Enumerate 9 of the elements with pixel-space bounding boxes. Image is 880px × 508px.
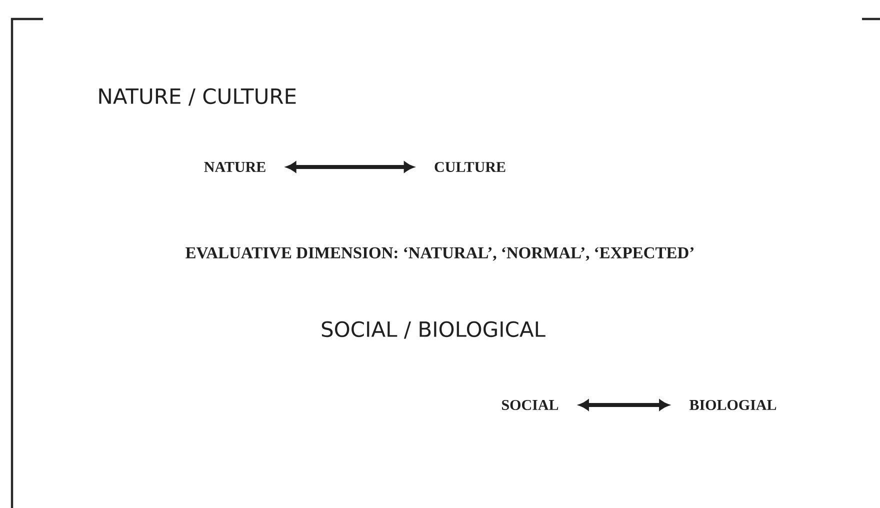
double-arrow [286,162,414,172]
double-arrow [579,400,669,410]
term-text: CULTURE [434,162,506,172]
term-text: BIOLOGIAL [690,400,776,410]
heading: SOCIAL / BIOLOGICAL [322,321,546,339]
term-text: NATURE [204,162,266,172]
heading: NATURE / CULTURE [99,88,296,106]
term-text: SOCIAL [502,400,558,410]
subheading: EVALUATIVE DIMENSION: ‘NATURAL’, ‘NORMAL’, ‘EXPECTED’ [186,247,694,261]
